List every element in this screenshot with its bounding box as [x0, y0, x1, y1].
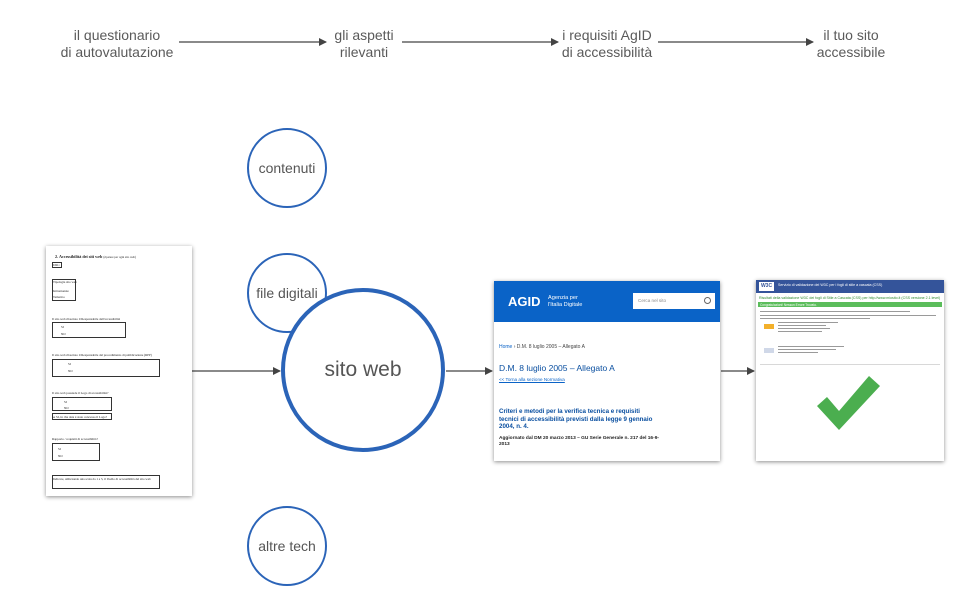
- doc-report-yes: SI: [58, 447, 61, 451]
- doc-url-label: URL:: [53, 263, 61, 267]
- doc-scale-box: [52, 475, 160, 489]
- aspect-contents-label: contenuti: [258, 160, 316, 176]
- doc-url-box: [52, 262, 62, 268]
- doc-type-label: Tipologia sito web: [53, 280, 77, 284]
- agid-breadcrumb-home[interactable]: Home: [499, 344, 513, 350]
- w3c-header-text: Servizio di validazione del W3C per i fo…: [778, 283, 883, 287]
- agid-logo-text: Agenzia per l'Italia Digitale: [548, 295, 583, 308]
- step-questionnaire: il questionario di autovalutazione: [60, 27, 174, 60]
- doc-manager-table: [52, 322, 126, 338]
- agid-back-link[interactable]: << Torna alla sezione Normativa: [499, 377, 565, 382]
- w3c-text-line: [760, 318, 870, 319]
- w3c-header: W3C Servizio di validazione del W3C per …: [756, 280, 944, 293]
- step-requirements: i requisiti AgID di accessibilità: [561, 27, 653, 60]
- agid-breadcrumb-current: D.M. 8 luglio 2005 – Allegato A: [516, 344, 585, 350]
- w3c-text-line: [778, 328, 830, 329]
- w3c-text-line: [778, 352, 818, 353]
- doc-type-option-2: Tematico: [53, 295, 65, 299]
- doc-question-manager: Il sito web rilasciato il Responsabile d…: [52, 317, 121, 321]
- w3c-valid-badge-icon: [764, 324, 774, 329]
- aspect-contents-circle: contenuti: [247, 128, 327, 208]
- w3c-logo: W3C: [759, 282, 774, 291]
- w3c-text-line: [760, 311, 910, 312]
- doc-heading-note: (ripetere per ogni sito web): [103, 255, 137, 259]
- agid-search-placeholder: Cerca nel sito: [638, 298, 667, 303]
- agid-description: Criteri e metodi per la verifica tecnica…: [499, 408, 653, 431]
- doc-logo-table: [52, 397, 112, 411]
- w3c-css-badge-icon: [764, 348, 774, 353]
- agid-page-title: D.M. 8 luglio 2005 – Allegato A: [499, 363, 615, 373]
- aspect-other-tech-circle: altre tech: [247, 506, 327, 586]
- doc-logo-yes: SI: [64, 400, 67, 404]
- doc-question-publisher: Il sito web rilasciato il Responsabile d…: [52, 353, 152, 357]
- w3c-text-line: [760, 315, 936, 316]
- agid-breadcrumb-separator: ›: [513, 344, 516, 350]
- aspect-digital-files-label: file digitali: [256, 285, 318, 301]
- w3c-validator-screenshot: W3C Servizio di validazione del W3C per …: [756, 280, 944, 461]
- doc-publisher-yes: SI: [68, 362, 71, 366]
- w3c-result-text: Risultati della validazione W3C dei fogl…: [759, 296, 941, 300]
- doc-heading: 2. Accessibilità dei siti web (ripetere …: [55, 254, 136, 259]
- w3c-divider: [760, 364, 940, 365]
- w3c-text-line: [778, 331, 822, 332]
- w3c-text-line: [778, 349, 836, 350]
- doc-question-scale: Indicare, utilizzando una scala da 1 a 5…: [53, 477, 151, 481]
- doc-question-date: Se SI, in che data è stato concesso il L…: [52, 415, 108, 419]
- checkmark-icon: [817, 376, 880, 430]
- doc-manager-yes: SI: [61, 325, 64, 329]
- aspect-website-label: sito web: [324, 358, 402, 381]
- agid-breadcrumb: Home › D.M. 8 luglio 2005 – Allegato A: [499, 344, 585, 350]
- search-icon: [704, 297, 711, 304]
- doc-date-box: [52, 413, 112, 420]
- w3c-text-line: [778, 325, 826, 326]
- agid-search-input[interactable]: Cerca nel sito: [633, 293, 715, 309]
- aspect-website-circle: sito web: [281, 288, 445, 452]
- w3c-text-line: [778, 346, 844, 347]
- step-accessible-site: il tuo sito accessibile: [816, 27, 886, 60]
- doc-manager-no: NO: [61, 332, 66, 336]
- doc-heading-text: 2. Accessibilità dei siti web: [55, 254, 103, 259]
- w3c-success-text: Congratulazioni! Nessun Errore Trovato.: [760, 302, 817, 307]
- doc-question-report: Rapporto / requisiti di accessibilità?: [52, 437, 98, 441]
- agid-logo: AGID: [508, 294, 541, 309]
- doc-question-logo: Il sito web possiede il Logo di accessib…: [52, 391, 109, 395]
- doc-logo-no: NO: [64, 406, 69, 410]
- doc-publisher-table: [52, 359, 160, 377]
- doc-report-no: NO: [58, 454, 63, 458]
- questionnaire-document: 2. Accessibilità dei siti web (ripetere …: [46, 246, 192, 496]
- doc-type-option-1: Istituzionale: [53, 289, 69, 293]
- w3c-text-line: [778, 322, 838, 323]
- doc-publisher-no: NO: [68, 369, 73, 373]
- agid-updated-note: Aggiornato dal DM 20 marzo 2013 – GU Ser…: [499, 436, 659, 448]
- step-aspects: gli aspetti rilevanti: [334, 27, 394, 60]
- doc-type-box: [52, 279, 76, 301]
- doc-report-table: [52, 443, 100, 461]
- agid-page-screenshot: AGID Agenzia per l'Italia Digitale Cerca…: [494, 281, 720, 461]
- w3c-success-bar: [758, 302, 942, 307]
- aspect-other-tech-label: altre tech: [258, 538, 316, 554]
- agid-header: AGID Agenzia per l'Italia Digitale Cerca…: [494, 281, 720, 322]
